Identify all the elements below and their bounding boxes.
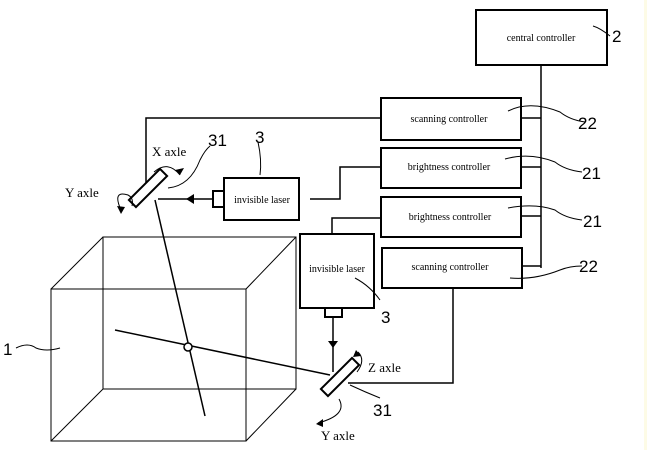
invisible-laser-bottom-label: invisible laser xyxy=(309,264,365,275)
scanning-controller-bottom-label: scanning controller xyxy=(412,262,490,273)
x-axle-label: X axle xyxy=(152,144,187,159)
ref-2: 2 xyxy=(612,27,621,46)
central-controller-label: central controller xyxy=(507,33,576,44)
brightness-controller-bottom-block: brightness controller xyxy=(381,197,521,237)
ref-1: 1 xyxy=(3,340,12,359)
cube-front-face xyxy=(51,289,246,441)
focal-point xyxy=(184,343,192,351)
scan-beam-vertical xyxy=(155,200,205,416)
y-axle-bottom-rotation-arrow xyxy=(318,399,341,423)
invisible-laser-top-label: invisible laser xyxy=(234,195,290,206)
ref-21-top: 21 xyxy=(582,164,601,183)
scanning-controller-top-block: scanning controller xyxy=(381,98,521,140)
mirror-bottom xyxy=(321,358,359,396)
invisible-laser-bottom-block: invisible laser xyxy=(300,234,374,317)
central-controller-block: central controller xyxy=(476,10,607,65)
laser-top-aperture xyxy=(213,191,224,207)
z-axle-label: Z axle xyxy=(368,360,401,375)
invisible-laser-top-block: invisible laser xyxy=(213,178,299,220)
y-axle-bottom-label: Y axle xyxy=(321,428,355,443)
scan-beam-horizontal xyxy=(115,330,330,375)
mirror-top xyxy=(129,169,167,207)
ref-3-top: 3 xyxy=(255,128,264,147)
ref-3-bottom: 3 xyxy=(381,308,390,327)
cube-back-face xyxy=(103,237,296,389)
y-axle-top-arrowhead xyxy=(117,206,125,214)
ref-31-top: 31 xyxy=(208,131,227,150)
brightness-controller-top-label: brightness controller xyxy=(408,162,491,173)
y-axle-bottom-arrowhead xyxy=(316,419,323,427)
display-volume-cube xyxy=(51,237,296,441)
ref-22-bottom: 22 xyxy=(579,257,598,276)
scanning-controller-bottom-block: scanning controller xyxy=(382,248,522,288)
ref-31-bottom: 31 xyxy=(373,401,392,420)
bright-top-to-laser-line xyxy=(310,167,380,199)
bright-bottom-to-laser-line xyxy=(332,218,380,234)
ref-22-top: 22 xyxy=(578,114,597,133)
brightness-controller-top-block: brightness controller xyxy=(381,148,521,188)
beam-top-arrow xyxy=(186,194,194,204)
ref-21-bottom: 21 xyxy=(583,212,602,231)
brightness-controller-bottom-label: brightness controller xyxy=(409,212,492,223)
laser-bottom-aperture xyxy=(325,308,342,317)
beam-bottom-arrow xyxy=(328,341,338,348)
y-axle-top-label: Y axle xyxy=(65,185,99,200)
scanning-controller-top-label: scanning controller xyxy=(411,114,489,125)
